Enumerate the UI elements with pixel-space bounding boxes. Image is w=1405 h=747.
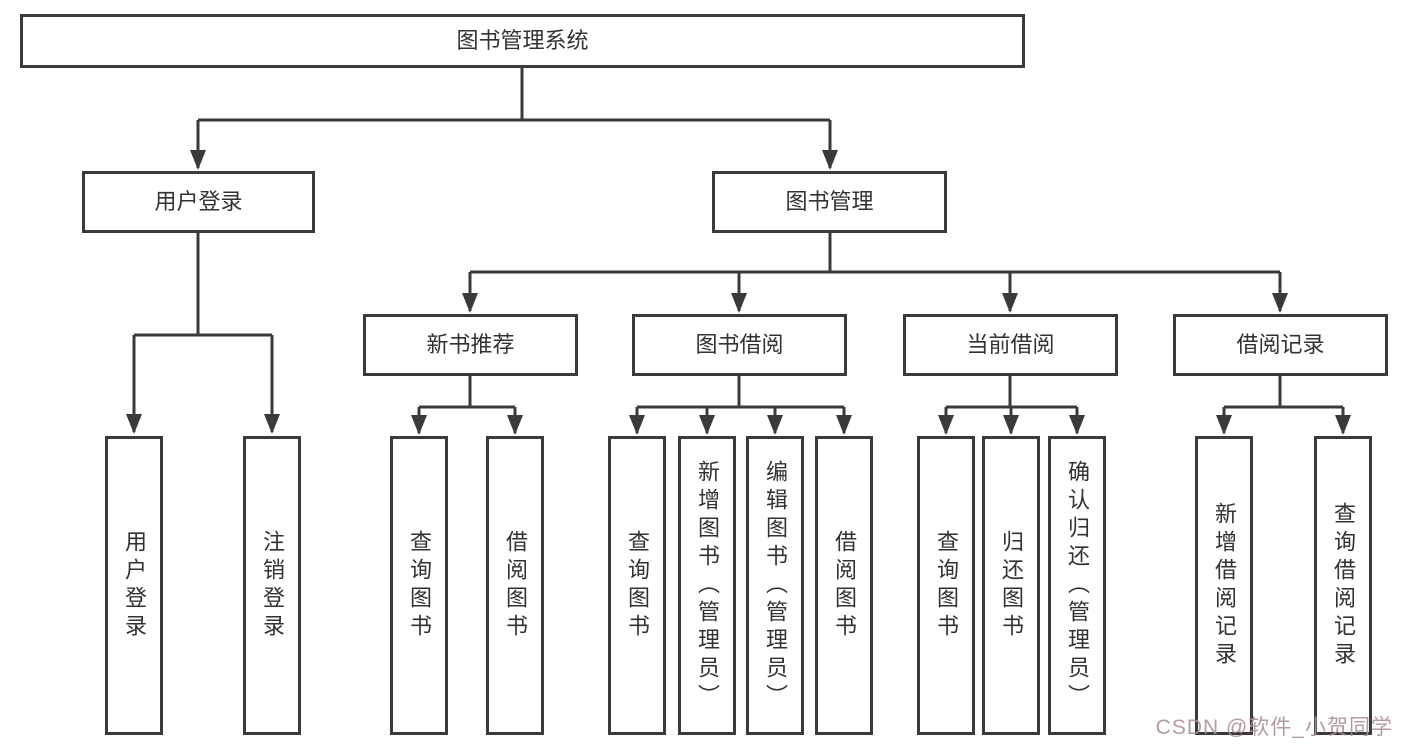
node-borrow-book-newrec-label: 借阅图书 <box>503 529 528 642</box>
connector-root-to-level2 <box>190 68 838 170</box>
node-borrow-book: 借阅图书 <box>815 436 873 735</box>
node-add-borrow-record: 新增借阅记录 <box>1195 436 1253 735</box>
node-add-book-admin-label: 新增图书（管理员） <box>695 459 720 712</box>
node-query-book-borrow-label: 查询图书 <box>625 529 650 642</box>
node-root: 图书管理系统 <box>20 14 1025 68</box>
node-return-book-label: 归还图书 <box>999 529 1024 642</box>
node-query-book-newrec-label: 查询图书 <box>407 529 432 642</box>
node-root-label: 图书管理系统 <box>456 28 589 53</box>
node-new-book-recommend-label: 新书推荐 <box>426 332 515 357</box>
node-logout: 注销登录 <box>243 436 301 735</box>
node-logout-label: 注销登录 <box>260 529 285 642</box>
node-user-login-branch-label: 用户登录 <box>154 189 243 214</box>
node-confirm-return-admin: 确认归还（管理员） <box>1048 436 1106 735</box>
node-book-management-branch: 图书管理 <box>712 171 947 233</box>
node-add-book-admin: 新增图书（管理员） <box>678 436 736 735</box>
connector-current-group <box>938 376 1085 435</box>
connector-borrow-group <box>629 376 852 435</box>
node-current-borrow: 当前借阅 <box>903 314 1118 376</box>
node-query-borrow-record-label: 查询借阅记录 <box>1331 501 1356 670</box>
node-borrow-book-label: 借阅图书 <box>832 529 857 642</box>
node-user-login: 用户登录 <box>105 436 163 735</box>
connector-newrec-group <box>411 376 523 435</box>
node-edit-book-admin-label: 编辑图书（管理员） <box>763 459 788 712</box>
node-borrow-records: 借阅记录 <box>1173 314 1388 376</box>
node-query-book-current: 查询图书 <box>917 436 975 735</box>
node-borrow-book-newrec: 借阅图书 <box>486 436 544 735</box>
node-current-borrow-label: 当前借阅 <box>966 332 1055 357</box>
node-query-book-current-label: 查询图书 <box>934 529 959 642</box>
node-book-management-branch-label: 图书管理 <box>785 189 874 214</box>
node-add-borrow-record-label: 新增借阅记录 <box>1212 501 1237 670</box>
node-query-book-borrow: 查询图书 <box>608 436 666 735</box>
csdn-watermark: CSDN @软件_小贺同学 <box>1155 716 1393 739</box>
node-return-book: 归还图书 <box>982 436 1040 735</box>
node-borrow-records-label: 借阅记录 <box>1236 332 1325 357</box>
node-new-book-recommend: 新书推荐 <box>363 314 578 376</box>
connector-records-group <box>1216 376 1351 435</box>
node-confirm-return-admin-label: 确认归还（管理员） <box>1065 459 1090 712</box>
node-book-borrow: 图书借阅 <box>632 314 847 376</box>
connector-user-branch <box>126 232 280 434</box>
node-book-borrow-label: 图书借阅 <box>695 332 784 357</box>
connector-book-branch <box>462 232 1288 313</box>
node-user-login-branch: 用户登录 <box>82 171 315 233</box>
node-user-login-label: 用户登录 <box>122 529 147 642</box>
node-query-book-newrec: 查询图书 <box>390 436 448 735</box>
node-edit-book-admin: 编辑图书（管理员） <box>746 436 804 735</box>
node-query-borrow-record: 查询借阅记录 <box>1314 436 1372 735</box>
